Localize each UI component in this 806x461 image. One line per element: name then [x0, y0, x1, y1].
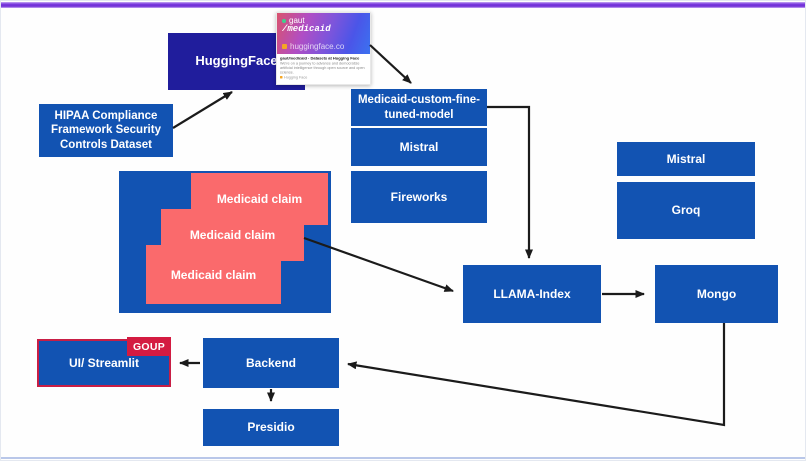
card-gradient-header: gaut /medicaid huggingface.co: [277, 13, 370, 54]
node-mistral-finetune-label: Mistral: [399, 139, 439, 154]
node-llama-index-label: LLAMA-Index: [493, 286, 571, 301]
goup-badge-label: GOUP: [132, 340, 166, 353]
card-footer-label: Hugging Face: [284, 75, 308, 80]
node-backend-label: Backend: [245, 355, 297, 370]
node-llama-index: LLAMA-Index: [463, 265, 601, 323]
node-medicaid-model-label: Medicaid-custom-fine-tuned-model: [357, 94, 481, 121]
node-ui-streamlit-label: UI/ Streamlit: [68, 355, 140, 370]
card-domain-row: huggingface.co: [282, 42, 344, 51]
goup-badge: GOUP: [127, 337, 171, 356]
node-backend: Backend: [203, 338, 339, 388]
card-account-row: gaut: [282, 16, 305, 25]
card-domain: huggingface.co: [290, 42, 345, 51]
card-account: gaut: [289, 16, 305, 25]
node-fireworks-label: Fireworks: [390, 189, 448, 204]
card-body: gaut/medicaid · Datasets at Hugging Face…: [277, 54, 370, 84]
node-medicaid-model: Medicaid-custom-fine-tuned-model: [351, 89, 487, 126]
hf-logo-icon: [280, 76, 283, 79]
node-hipaa-label: HIPAA Compliance Framework Security Cont…: [51, 109, 161, 151]
node-ui-streamlit: UI/ Streamlit: [37, 339, 171, 387]
node-presidio-label: Presidio: [247, 420, 295, 434]
card-title: gaut/medicaid · Datasets at Hugging Face: [280, 56, 360, 61]
node-medicaid-claim-3: Medicaid claim: [146, 245, 281, 304]
node-mongo-label: Mongo: [696, 286, 737, 301]
bottom-accent-bar: [1, 457, 805, 459]
claim-label: Medicaid claim: [216, 192, 303, 206]
node-presidio: Presidio: [203, 409, 339, 446]
card-description: We're on a journey to advance and democr…: [280, 61, 365, 75]
claim-label: Medicaid claim: [170, 267, 257, 282]
node-mongo: Mongo: [655, 265, 778, 323]
connector-model-to-llama-index: [487, 105, 533, 259]
top-accent-bar: [1, 2, 805, 8]
card-repo-path: /medicaid: [282, 24, 331, 34]
node-mistral-finetune: Mistral: [351, 128, 487, 166]
connector-card-to-model: [369, 44, 412, 84]
claim-label: Medicaid claim: [189, 228, 276, 242]
hf-emoji-icon: [282, 44, 287, 49]
connector-hipaa-to-huggingface: [172, 91, 233, 129]
node-mistral-inference-label: Mistral: [666, 151, 706, 166]
status-dot-icon: [282, 18, 286, 23]
node-mistral-inference: Mistral: [617, 142, 755, 176]
node-huggingface-label: HuggingFace: [195, 53, 278, 69]
huggingface-link-preview-card: gaut /medicaid huggingface.co gaut/medic…: [276, 12, 371, 85]
connector-mongo-to-backend: [347, 323, 726, 427]
node-groq: Groq: [617, 182, 755, 239]
node-fireworks: Fireworks: [351, 171, 487, 223]
card-footer: Hugging Face: [280, 75, 367, 80]
node-hipaa-dataset: HIPAA Compliance Framework Security Cont…: [39, 104, 173, 157]
node-groq-label: Groq: [671, 203, 701, 217]
